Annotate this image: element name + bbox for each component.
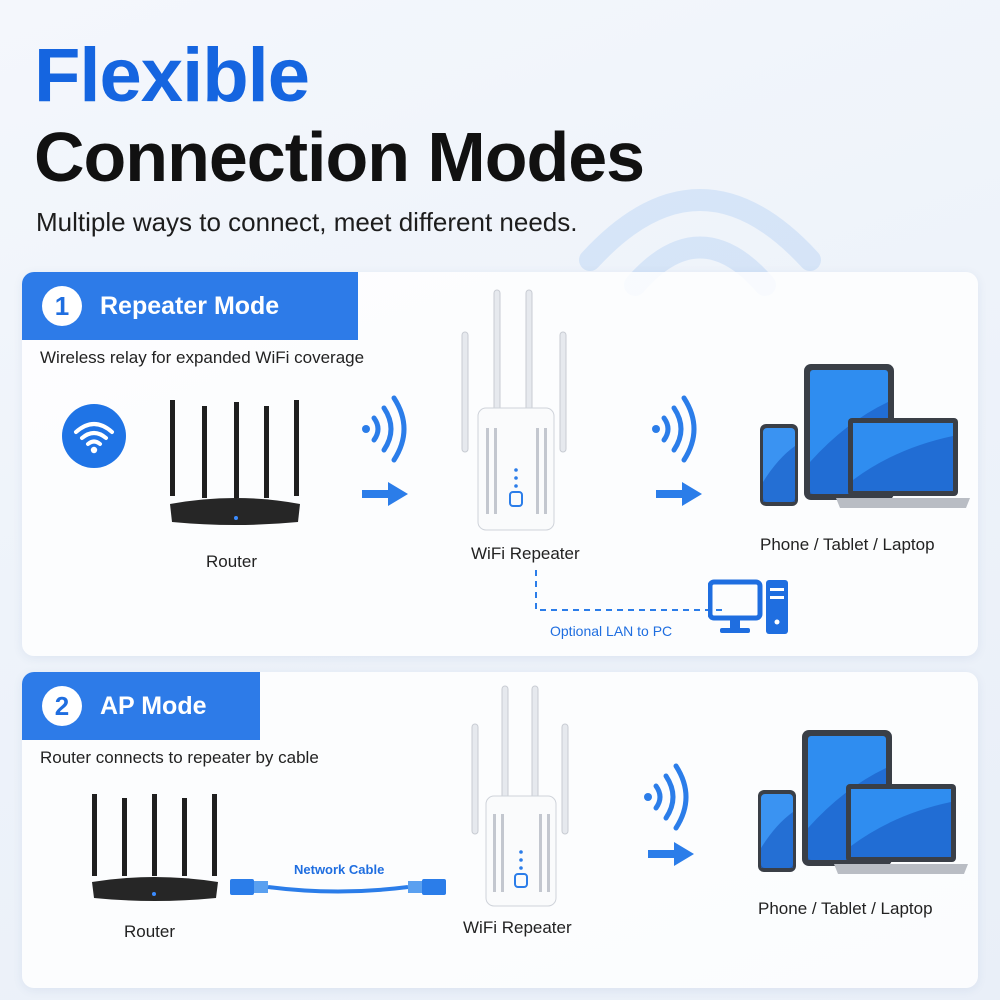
router-icon (170, 400, 300, 525)
page-title-line2: Connection Modes (34, 118, 645, 196)
mode-description: Wireless relay for expanded WiFi coverag… (40, 348, 365, 367)
router-label: Router (124, 922, 176, 941)
background-wifi-icon (579, 189, 821, 296)
page-title-line1: Flexible (34, 33, 310, 118)
repeater-icon (461, 289, 567, 531)
signal-waves-icon (644, 763, 689, 831)
devices-label: Phone / Tablet / Laptop (758, 899, 933, 918)
repeater-label: WiFi Repeater (463, 918, 572, 937)
repeater-label: WiFi Repeater (471, 544, 580, 563)
page-subtitle: Multiple ways to connect, meet different… (36, 207, 578, 237)
network-cable-label: Network Cable (294, 862, 385, 877)
arrow-right-icon (648, 842, 694, 866)
mode-description: Router connects to repeater by cable (40, 748, 319, 767)
lan-dashed-line (535, 570, 726, 611)
ap-mode-tab: 2 AP Mode (22, 672, 260, 740)
wifi-icon (62, 404, 126, 468)
devices-icon (758, 730, 968, 874)
mode-number-badge: 1 (42, 286, 82, 326)
signal-waves-icon (362, 395, 407, 463)
devices-label: Phone / Tablet / Laptop (760, 535, 935, 554)
repeater-mode-panel: 1 Repeater Mode Wireless relay for expan… (22, 272, 978, 656)
mode-title: AP Mode (100, 691, 207, 720)
desktop-pc-icon (708, 579, 788, 634)
router-icon (92, 794, 218, 901)
lan-label: Optional LAN to PC (550, 623, 673, 639)
ap-mode-panel: 2 AP Mode Router connects to repeater by… (22, 672, 978, 988)
repeater-icon (471, 685, 569, 907)
mode-number-badge: 2 (42, 686, 82, 726)
signal-waves-icon (652, 395, 697, 463)
router-label: Router (206, 552, 258, 571)
repeater-mode-tab: 1 Repeater Mode (22, 272, 358, 340)
devices-icon (760, 364, 970, 508)
arrow-right-icon (362, 482, 408, 506)
arrow-right-icon (656, 482, 702, 506)
mode-title: Repeater Mode (100, 291, 280, 320)
network-cable-icon (230, 879, 446, 895)
